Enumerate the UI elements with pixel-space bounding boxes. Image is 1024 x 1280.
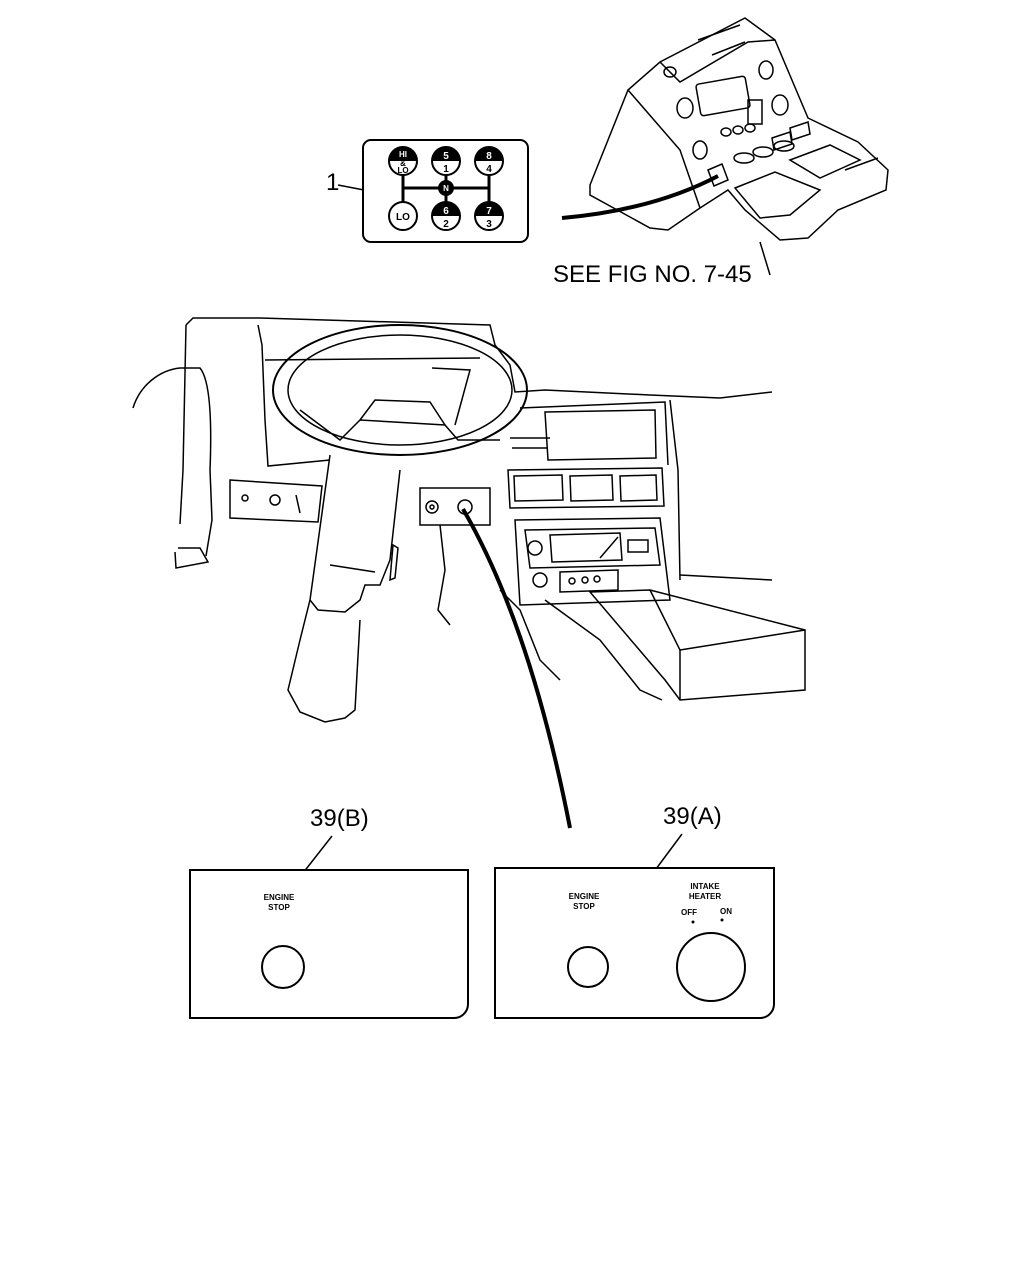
leader-to-switch-panel [461, 507, 572, 829]
shift-pattern-plate[interactable]: HI & LO 5 1 8 4 N LO 6 [362, 139, 529, 243]
engine-stop-label: STOP [573, 902, 595, 911]
gear-label: & [400, 159, 406, 168]
gear-label: 5 [443, 151, 449, 162]
off-label: OFF [681, 908, 697, 917]
callout-1-leader [337, 184, 365, 191]
gear-label: HI [399, 150, 407, 159]
gear-label: 3 [486, 219, 492, 230]
gear-label: 2 [443, 219, 449, 230]
gear-label: 6 [443, 206, 449, 217]
dashboard-illustration [132, 317, 806, 723]
gear-knob-8-4: 8 4 [474, 146, 504, 176]
panel-39a[interactable]: ENGINE STOP INTAKE HEATER OFF ON [494, 867, 775, 1019]
gear-label: LO [397, 166, 408, 175]
engine-stop-label: ENGINE [569, 892, 600, 901]
gear-label: 7 [486, 206, 492, 217]
gear-knob-7-3: 7 3 [474, 201, 504, 231]
gear-knob-6-2: 6 2 [431, 201, 461, 231]
leader-to-console [561, 174, 719, 220]
see-fig-leader [759, 241, 771, 276]
panel-a-leader [655, 833, 683, 870]
panel-b-leader [302, 835, 333, 874]
gear-label: 1 [443, 164, 449, 175]
on-label: ON [720, 907, 732, 916]
gear-knob-5-1: 5 1 [431, 146, 461, 176]
gear-label: 4 [486, 164, 492, 175]
engine-stop-button[interactable] [261, 945, 305, 989]
callout-1-label: 1 [326, 169, 339, 196]
engine-stop-button[interactable] [567, 946, 609, 988]
panel-39b[interactable]: ENGINE STOP [189, 869, 469, 1019]
intake-heater-label: HEATER [689, 892, 722, 901]
panel-b-label: 39(B) [310, 805, 369, 832]
gear-label: 8 [486, 151, 492, 162]
panel-a-label: 39(A) [663, 803, 722, 830]
gear-knob-hi-lo: HI & LO [388, 146, 418, 176]
neutral-label: N [443, 184, 449, 193]
engine-stop-label: STOP [268, 903, 290, 912]
gear-knob-lo: LO [388, 201, 418, 231]
gear-label: LO [396, 212, 410, 223]
gear-knob-neutral: N [438, 180, 454, 196]
intake-heater-label: INTAKE [690, 882, 720, 891]
engine-stop-label: ENGINE [264, 893, 295, 902]
intake-heater-switch[interactable] [676, 932, 746, 1002]
see-fig-reference[interactable]: SEE FIG NO. 7-45 [553, 261, 752, 288]
